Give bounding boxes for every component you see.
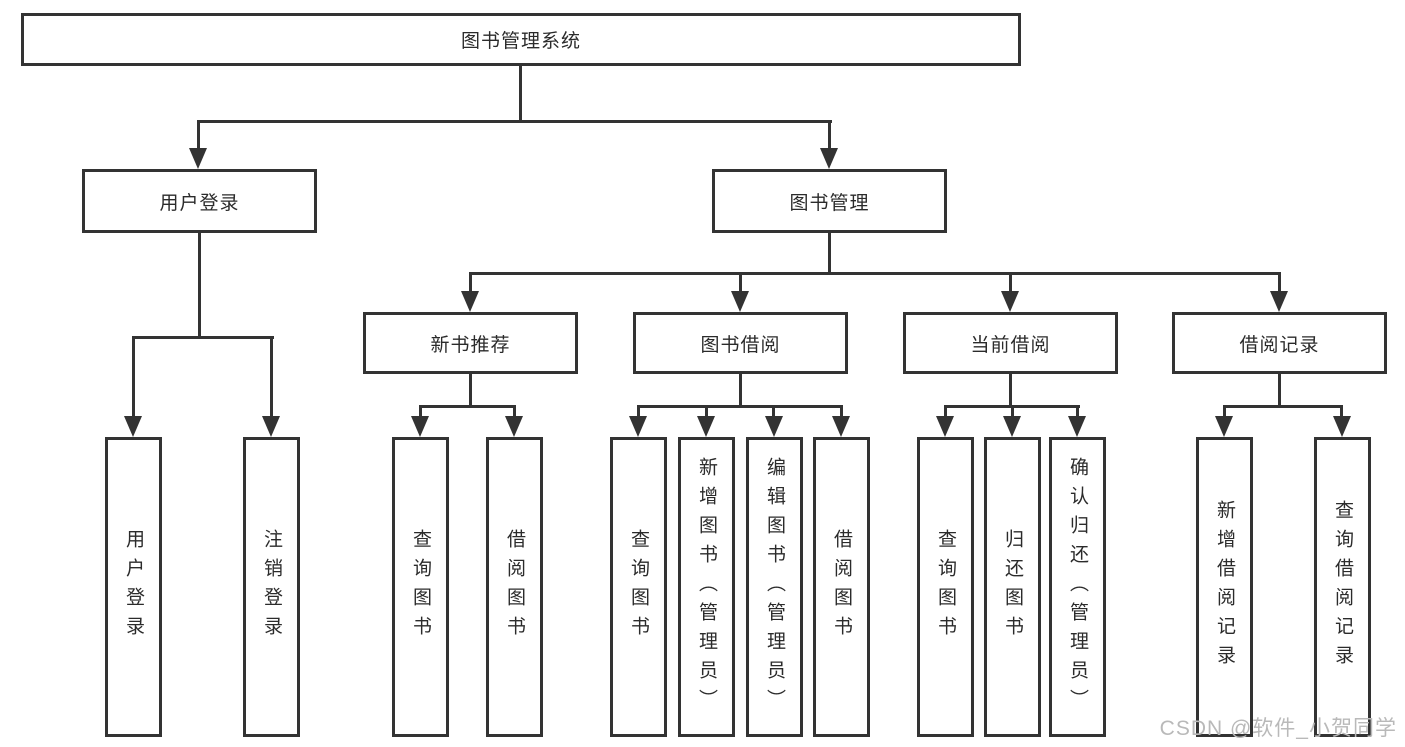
connector-line — [197, 120, 200, 152]
csdn-watermark: CSDN @软件_小贺同学 — [1159, 717, 1397, 740]
connector-line — [198, 233, 201, 338]
leaf-user-login: 用户登录 — [105, 437, 162, 737]
connector-line — [840, 405, 843, 419]
arrowhead-down — [832, 416, 850, 437]
connector-line — [1223, 405, 1343, 408]
connector-line — [1009, 374, 1012, 408]
arrowhead-down — [1215, 416, 1233, 437]
arrowhead-down — [124, 416, 142, 437]
leaf-borrow-add-books-admin: 新增图书（管理员） — [678, 437, 735, 737]
node-label: 新书推荐 — [430, 334, 511, 356]
arrowhead-down — [411, 416, 429, 437]
arrowhead-down — [765, 416, 783, 437]
connector-line — [132, 336, 135, 418]
node-new-book-recommend: 新书推荐 — [363, 312, 578, 374]
connector-line — [637, 405, 843, 408]
leaf-logout: 注销登录 — [243, 437, 300, 737]
node-borrowing-records: 借阅记录 — [1172, 312, 1387, 374]
connector-line — [132, 336, 274, 339]
connector-line — [469, 272, 1281, 275]
connector-line — [828, 120, 831, 152]
connector-line — [772, 405, 775, 419]
leaf-current-confirm-return-admin: 确认归还（管理员） — [1049, 437, 1106, 737]
arrowhead-down — [1001, 291, 1019, 312]
connector-line — [739, 374, 742, 408]
node-label: 当前借阅 — [970, 334, 1051, 356]
node-label: 用户登录 — [159, 192, 240, 214]
connector-line — [637, 405, 640, 419]
leaf-borrow-borrow-books: 借阅图书 — [813, 437, 870, 737]
leaf-label: 确认归还（管理员） — [1067, 456, 1088, 718]
connector-line — [739, 272, 742, 294]
leaf-borrow-query-books: 查询图书 — [610, 437, 667, 737]
connector-line — [1278, 374, 1281, 408]
connector-line — [944, 405, 947, 419]
leaf-newbook-borrow-books: 借阅图书 — [486, 437, 543, 737]
leaf-current-query-books: 查询图书 — [917, 437, 974, 737]
leaf-current-return-books: 归还图书 — [984, 437, 1041, 737]
node-label: 图书管理 — [789, 192, 870, 214]
connector-line — [1011, 405, 1014, 419]
connector-line — [1223, 405, 1226, 419]
leaf-label: 查询图书 — [628, 529, 649, 645]
connector-line — [519, 64, 522, 123]
connector-line — [1009, 272, 1012, 294]
leaf-record-query-borrow-record: 查询借阅记录 — [1314, 437, 1371, 737]
leaf-label: 查询借阅记录 — [1332, 500, 1353, 674]
connector-line — [419, 405, 516, 408]
arrowhead-down — [697, 416, 715, 437]
connector-line — [828, 233, 831, 275]
node-current-borrowing: 当前借阅 — [903, 312, 1118, 374]
connector-line — [1076, 405, 1079, 419]
arrowhead-down — [262, 416, 280, 437]
arrowhead-down — [1333, 416, 1351, 437]
connector-line — [419, 405, 422, 419]
leaf-label: 新增借阅记录 — [1214, 500, 1235, 674]
connector-line — [705, 405, 708, 419]
leaf-label: 归还图书 — [1002, 529, 1023, 645]
leaf-label: 借阅图书 — [831, 529, 852, 645]
arrowhead-down — [1270, 291, 1288, 312]
connector-line — [1340, 405, 1343, 419]
leaf-label: 新增图书（管理员） — [696, 456, 717, 718]
node-book-borrowing: 图书借阅 — [633, 312, 848, 374]
leaf-label: 借阅图书 — [504, 529, 525, 645]
arrowhead-down — [629, 416, 647, 437]
arrowhead-down — [731, 291, 749, 312]
arrowhead-down — [461, 291, 479, 312]
leaf-newbook-query-books: 查询图书 — [392, 437, 449, 737]
leaf-borrow-edit-books-admin: 编辑图书（管理员） — [746, 437, 803, 737]
leaf-label: 编辑图书（管理员） — [764, 456, 785, 718]
arrowhead-down — [936, 416, 954, 437]
node-user-login-module: 用户登录 — [82, 169, 317, 233]
leaf-label: 注销登录 — [261, 529, 282, 645]
node-label: 借阅记录 — [1239, 334, 1320, 356]
connector-line — [197, 120, 832, 123]
connector-line — [513, 405, 516, 419]
node-label: 图书借阅 — [700, 334, 781, 356]
connector-line — [270, 336, 273, 418]
arrowhead-down — [1068, 416, 1086, 437]
arrowhead-down — [820, 148, 838, 169]
connector-line — [1278, 272, 1281, 294]
node-label: 图书管理系统 — [460, 31, 581, 52]
arrowhead-down — [189, 148, 207, 169]
leaf-label: 用户登录 — [123, 529, 144, 645]
node-book-management-module: 图书管理 — [712, 169, 947, 233]
connector-line — [469, 374, 472, 408]
leaf-label: 查询图书 — [935, 529, 956, 645]
arrowhead-down — [505, 416, 523, 437]
connector-line — [469, 272, 472, 294]
leaf-record-add-borrow-record: 新增借阅记录 — [1196, 437, 1253, 737]
arrowhead-down — [1003, 416, 1021, 437]
node-root-library-management-system: 图书管理系统 — [21, 13, 1021, 66]
leaf-label: 查询图书 — [410, 529, 431, 645]
